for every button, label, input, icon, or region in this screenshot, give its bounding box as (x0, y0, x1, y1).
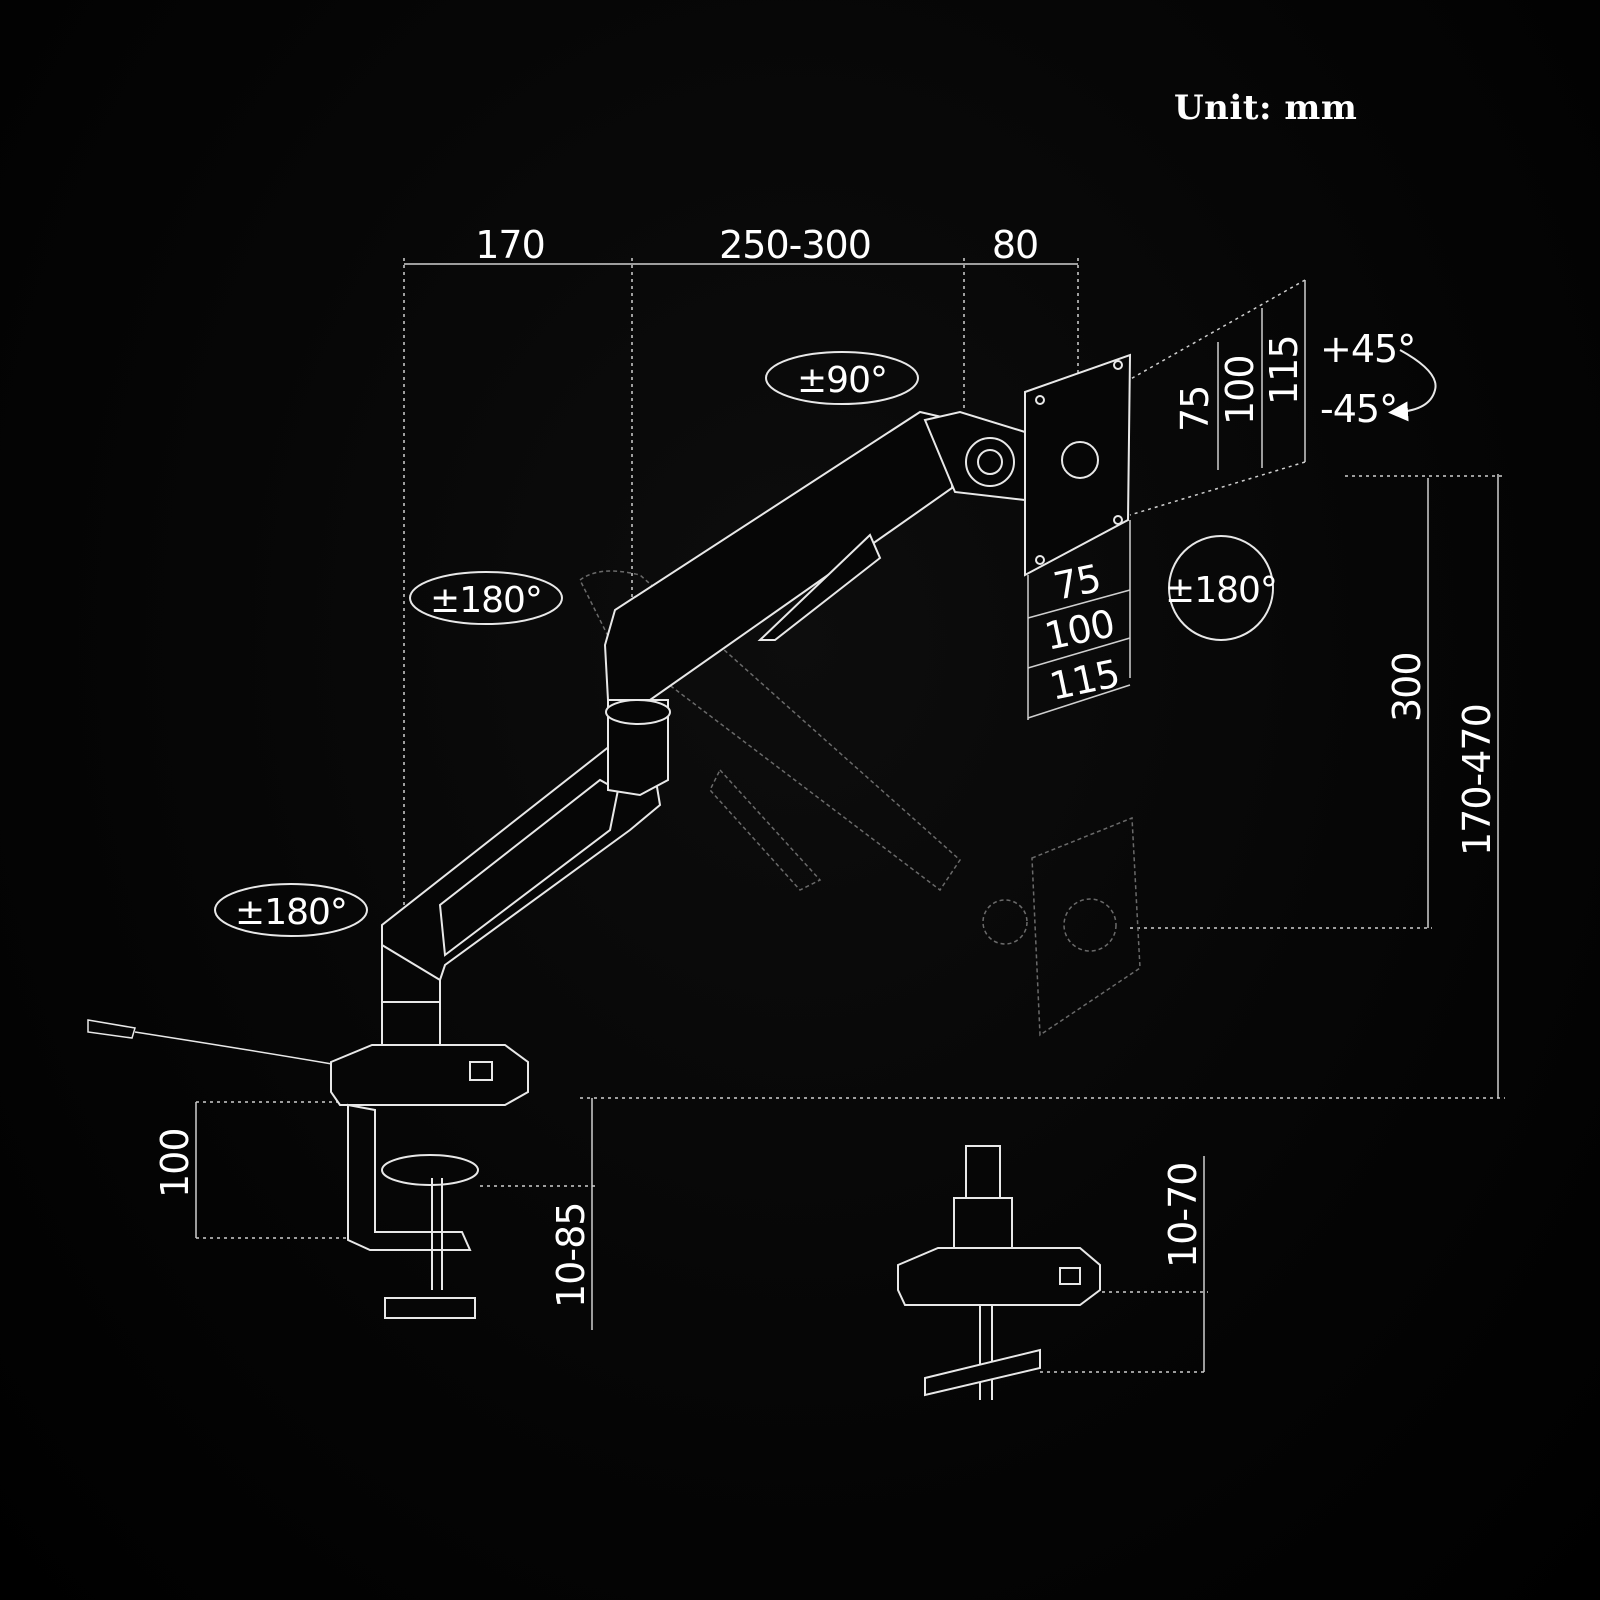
rotation-markers (214, 349, 1437, 937)
dim-arm-lift: 300 (1385, 652, 1429, 722)
dim-arm-reach: 250-300 (719, 223, 871, 267)
dim-height-range: 170-470 (1455, 704, 1499, 856)
dim-base-to-elbow: 170 (475, 223, 545, 267)
dim-grommet-range: 10-70 (1161, 1163, 1205, 1268)
grommet-mount (897, 1145, 1101, 1400)
rotation-head-swivel: ±90° (797, 360, 887, 401)
tilt-down: -45° (1320, 387, 1397, 431)
dim-clamp-range: 10-85 (549, 1203, 593, 1308)
clamp-mount (87, 1019, 529, 1319)
dim-head-offset: 80 (992, 223, 1038, 267)
rotation-elbow: ±180° (430, 580, 542, 621)
rotation-screen: ±180° (1165, 570, 1277, 611)
vesa-vertical-75: 75 (1173, 386, 1217, 432)
tilt-up: +45° (1320, 327, 1415, 371)
lowered-arm-ghost (579, 570, 1141, 1037)
dim-clamp-base-height: 100 (153, 1128, 197, 1198)
vesa-vertical-100: 100 (1218, 355, 1262, 425)
rotation-base: ±180° (235, 892, 347, 933)
vesa-horizontal-75: 75 (1050, 556, 1104, 609)
vesa-horizontal-100: 100 (1041, 601, 1118, 658)
vesa-vertical-115: 115 (1262, 335, 1306, 405)
dimension-lines (195, 258, 1505, 1373)
unit-label: Unit: mm (1174, 88, 1358, 128)
monitor-arm (381, 353, 1132, 1059)
